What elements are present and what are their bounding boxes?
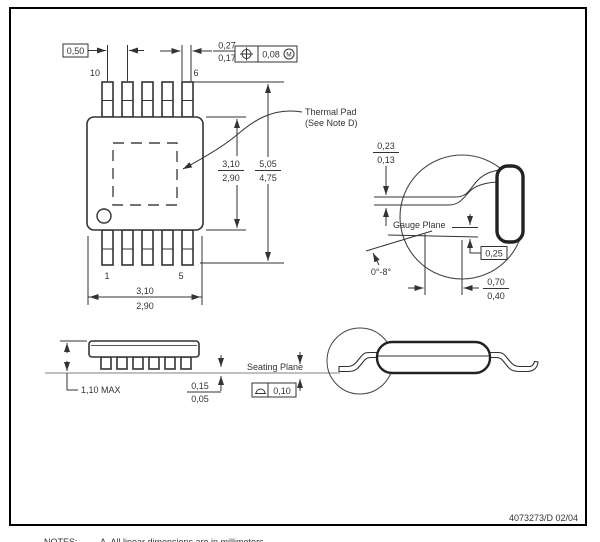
dim-foot-length-min: 0,40 — [487, 291, 505, 301]
dim-lead-width-max: 0,27 — [218, 41, 236, 51]
drawing-border — [9, 7, 587, 526]
note-a-text: A. All linear dimensions are in millimet… — [100, 537, 264, 542]
gauge-plane-construction: Gauge Plane — [365, 220, 479, 252]
thermal-pad-callout: Thermal Pad (See Note D) — [182, 107, 358, 170]
dim-overall-max: 5,05 — [259, 159, 277, 169]
pin — [121, 229, 134, 266]
pin — [161, 81, 174, 118]
dim-lead-thickness: 0,23 0,13 — [373, 141, 399, 226]
pin-number-top-right: 6 — [193, 68, 198, 78]
dim-body-width-min: 2,90 — [136, 301, 154, 311]
lead — [148, 356, 160, 370]
pin — [121, 81, 134, 118]
notes-label: NOTES: — [44, 537, 78, 542]
document-number: 4073273/D 02/04 — [509, 513, 578, 523]
dim-height-value: 1,10 MAX — [81, 385, 121, 395]
lead — [164, 356, 176, 370]
pin-number-top-left: 10 — [90, 68, 100, 78]
dim-lead-angle: 0°-8° — [371, 252, 392, 277]
lead — [116, 356, 128, 370]
flatness-frame: 0,10 — [251, 382, 297, 398]
dim-standoff-min: 0,05 — [191, 394, 209, 404]
lead — [100, 356, 112, 370]
dim-lead-width-min: 0,17 — [218, 53, 236, 63]
pin — [181, 229, 194, 266]
dim-gauge-offset: 0,25 — [467, 214, 508, 260]
lead — [132, 356, 144, 370]
seating-plane-label: Seating Plane — [247, 362, 303, 372]
dim-foot-length-max: 0,70 — [487, 277, 505, 287]
end-view-body — [375, 340, 492, 375]
dim-gauge-offset-value: 0,25 — [485, 249, 503, 259]
dim-body-length-max: 3,10 — [222, 159, 240, 169]
side-view: 1,10 MAX 0,15 0,05 Seating Plane 0,10 — [45, 340, 340, 404]
pin-number-bottom-left: 1 — [104, 271, 109, 281]
seating-plane-symbol — [255, 388, 266, 394]
dim-body-length-min: 2,90 — [222, 173, 240, 183]
thermal-pad-label-line2: (See Note D) — [305, 118, 358, 128]
side-view-body — [88, 340, 200, 358]
dim-lead-thickness-min: 0,13 — [377, 155, 395, 165]
side-view-leads — [100, 356, 192, 370]
top-pins — [101, 81, 194, 118]
package-body — [86, 116, 204, 231]
dim-standoff: 0,15 0,05 — [187, 355, 224, 404]
flatness-value: 0,10 — [273, 386, 291, 396]
pin — [101, 229, 114, 266]
end-view-left-lead — [338, 351, 379, 373]
lead-detail-view: 0,23 0,13 Gauge Plane 0,25 0°-8° — [365, 141, 525, 301]
seating-plane-callout: Seating Plane 0,10 — [247, 352, 303, 398]
pin1-indicator — [96, 208, 112, 224]
dim-pitch-value: 0,50 — [67, 46, 85, 56]
top-view: 10 6 1 5 0,50 0,27 0,17 — [62, 41, 358, 311]
dim-body-width: 3,10 2,90 — [87, 236, 203, 311]
gauge-plane-label: Gauge Plane — [393, 220, 446, 230]
lead — [180, 356, 192, 370]
pin — [141, 81, 154, 118]
pin — [141, 229, 154, 266]
end-view — [326, 327, 539, 395]
pin — [161, 229, 174, 266]
dim-pitch: 0,50 — [62, 43, 144, 81]
mmc-modifier-icon: M — [283, 48, 295, 60]
true-position-tolerance: 0,08 — [262, 50, 280, 60]
true-position-symbol — [240, 47, 253, 61]
notes-line: NOTES: A. All linear dimensions are in m… — [44, 537, 264, 542]
end-view-right-lead — [488, 351, 539, 373]
dim-body-width-max: 3,10 — [136, 286, 154, 296]
dim-height: 1,10 MAX — [60, 340, 121, 395]
mmc-modifier-letter: M — [286, 52, 291, 59]
dim-lead-width: 0,27 0,17 — [160, 41, 241, 81]
body-end-section — [495, 164, 525, 244]
dim-lead-thickness-max: 0,23 — [377, 141, 395, 151]
pin-number-bottom-right: 5 — [178, 271, 183, 281]
pin — [181, 81, 194, 118]
thermal-pad-label-line1: Thermal Pad — [305, 107, 357, 117]
dim-foot-length: 0,70 0,40 — [408, 234, 509, 301]
thermal-pad-outline — [112, 142, 178, 206]
dim-overall-min: 4,75 — [259, 173, 277, 183]
dim-standoff-max: 0,15 — [191, 381, 209, 391]
true-position-frame: 0,08 M — [234, 45, 298, 63]
pin — [101, 81, 114, 118]
dim-lead-angle-value: 0°-8° — [371, 267, 392, 277]
dim-overall-length: 5,05 4,75 — [189, 81, 284, 264]
bottom-pins — [101, 229, 194, 266]
dim-body-length: 3,10 2,90 — [206, 116, 246, 231]
